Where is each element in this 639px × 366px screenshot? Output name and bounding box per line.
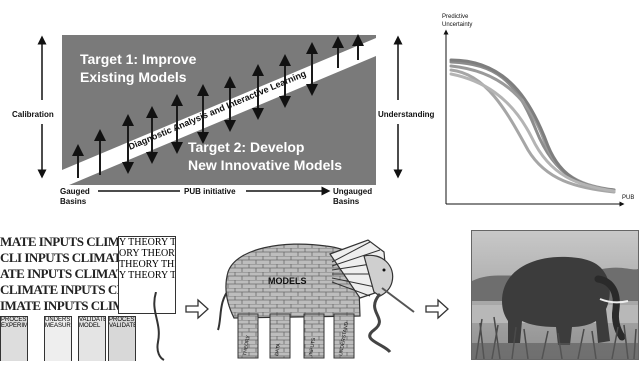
uncertainty-chart: Predictive Uncertainty PUB bbox=[436, 0, 639, 210]
collage-row: ATE INPUTS CLIMATE IN bbox=[0, 266, 149, 281]
elephant-eye bbox=[382, 268, 386, 272]
elephant-leg bbox=[333, 313, 355, 359]
target1-title: Target 1: Improve bbox=[80, 51, 197, 67]
inner-arrows bbox=[72, 34, 364, 178]
chart-xlabel: PUB bbox=[622, 195, 634, 201]
collage-leg: UNDERSTAN MEASURE bbox=[44, 316, 72, 361]
elephant-leg-label: DATA bbox=[274, 342, 282, 356]
leg-word: VALIDATE bbox=[79, 317, 106, 323]
elephant-leg bbox=[237, 313, 259, 359]
leg-word: PROCESS bbox=[109, 317, 136, 323]
theory-row: ORY THEORY bbox=[119, 248, 176, 259]
understanding-label: Understanding bbox=[378, 110, 435, 119]
collage-leg: VALIDATE MODEL bbox=[78, 316, 106, 361]
elephant-tusk bbox=[381, 287, 415, 313]
diagonal-band bbox=[62, 38, 376, 188]
leg-word: PROCESS bbox=[1, 317, 28, 323]
brick-elephant: MODELS THEORY DATA INPUTS UNDERSTAND bbox=[214, 232, 420, 361]
ungauged-label-2: Basins bbox=[333, 197, 360, 206]
collage-row: IMATE INPUTS CLIMATE bbox=[0, 298, 149, 313]
elephant-trunk bbox=[368, 293, 392, 354]
leg-word: MODEL bbox=[79, 323, 101, 329]
uncertainty-curves bbox=[449, 58, 616, 194]
collage-row: CLI INPUTS CLIMATE INP bbox=[0, 250, 154, 265]
target2-subtitle: New Innovative Models bbox=[188, 157, 342, 173]
photo-elephant bbox=[502, 256, 610, 345]
curve-3 bbox=[449, 68, 616, 194]
ungauged-label-1: Ungauged bbox=[333, 187, 372, 196]
brick-elephant-svg: MODELS THEORY DATA INPUTS UNDERSTAND bbox=[217, 239, 415, 359]
elephant-leg-label: UNDERSTAND bbox=[338, 321, 350, 356]
elephant-leg-label: THEORY bbox=[242, 334, 252, 356]
collage-leg: PROCESS VALIDATE bbox=[108, 316, 136, 361]
leg-word: UNDERSTAN bbox=[45, 317, 71, 323]
elephant-body-label: MODELS bbox=[268, 276, 307, 286]
uncertainty-chart-svg: Predictive Uncertainty PUB bbox=[442, 14, 634, 207]
elephant-photo bbox=[471, 230, 639, 360]
theory-block: Y THEORY T ORY THEORY THEORY THEO Y THEO… bbox=[118, 236, 176, 314]
pub-initiative-label: PUB initiative bbox=[184, 187, 236, 196]
gauged-label-2: Basins bbox=[60, 197, 87, 206]
flow-arrow-1-icon bbox=[185, 298, 209, 320]
gauged-label-1: Gauged bbox=[60, 187, 90, 196]
elephant-leg bbox=[269, 313, 291, 359]
pub-diagram: Diagnostic Analysis and Interactive Lear… bbox=[0, 0, 440, 210]
target2-title: Target 2: Develop bbox=[188, 139, 304, 155]
chart-ylabel-line2: Uncertainty bbox=[442, 22, 472, 28]
flow-arrow-2-icon bbox=[425, 298, 449, 320]
elephant-leg-label: INPUTS bbox=[308, 337, 317, 357]
curve-5 bbox=[449, 72, 616, 193]
leg-word: MEASURE bbox=[45, 323, 72, 329]
leg-word: EXPERIMEN bbox=[1, 323, 28, 329]
theory-row: Y THEORY T bbox=[119, 237, 176, 248]
elephant-leg bbox=[303, 313, 325, 359]
target1-subtitle: Existing Models bbox=[80, 69, 187, 85]
chart-ylabel-line1: Predictive bbox=[442, 14, 469, 20]
curve-2 bbox=[449, 64, 616, 192]
leg-word: VALIDATE bbox=[109, 323, 136, 329]
elephant-photo-svg bbox=[472, 231, 638, 359]
calibration-label: Calibration bbox=[12, 110, 54, 119]
theory-row: Y THEORY TH bbox=[119, 270, 176, 281]
climate-inputs-collage: MATE INPUTS CLIMATE CLI INPUTS CLIMATE I… bbox=[0, 232, 180, 361]
elephant-head bbox=[363, 254, 394, 297]
collage-row: MATE INPUTS CLIMATE bbox=[0, 234, 144, 249]
collage-leg: PROCESS EXPERIMEN bbox=[0, 316, 28, 361]
pub-diagram-svg: Diagnostic Analysis and Interactive Lear… bbox=[12, 34, 435, 206]
theory-row: THEORY THEO bbox=[119, 259, 175, 270]
collage-tail bbox=[153, 292, 165, 361]
